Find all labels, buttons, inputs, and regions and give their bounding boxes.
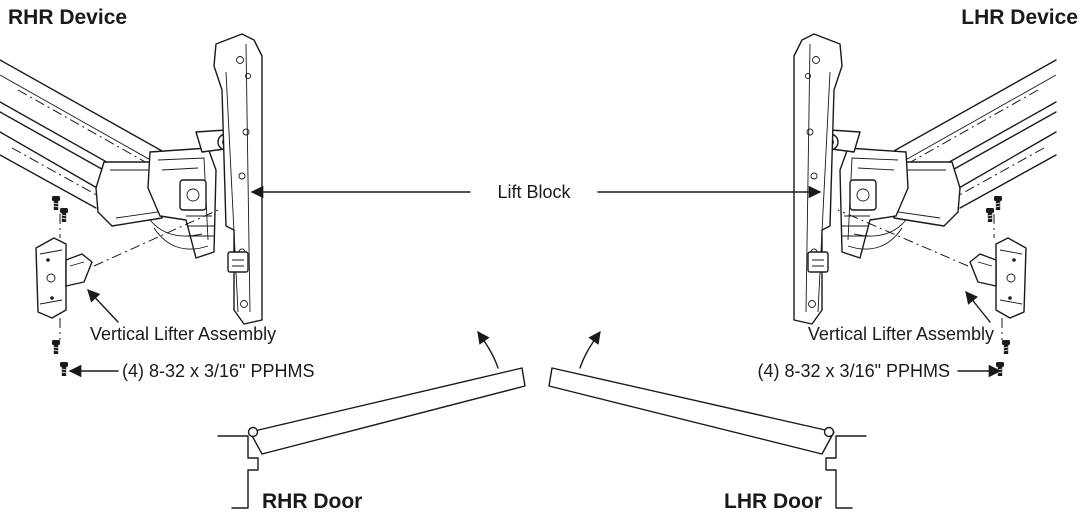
rhr-door-diagram xyxy=(217,330,526,509)
rhr-screw-bottom-2 xyxy=(59,361,69,377)
vertical-lifter-label-right: Vertical Lifter Assembly xyxy=(808,324,994,344)
lhr-screw-top-2 xyxy=(985,207,995,223)
vertical-lifter-arrow-left xyxy=(87,289,119,323)
lhr-device-title: LHR Device xyxy=(961,6,1078,29)
lhr-screw-bottom-1 xyxy=(1001,339,1011,355)
rhr-screw-top-2 xyxy=(59,207,69,223)
lhr-device-drawing xyxy=(793,33,1057,377)
rhr-screw-bottom-1 xyxy=(51,339,61,355)
rhr-screw-top-1 xyxy=(51,195,61,211)
lhr-screw-top-1 xyxy=(993,195,1003,211)
rhr-door-label: RHR Door xyxy=(262,490,362,513)
rhr-device-drawing xyxy=(0,33,263,377)
vertical-lifter-arrow-right xyxy=(965,291,991,323)
rhr-device-title: RHR Device xyxy=(8,6,127,29)
lhr-lifter-bracket xyxy=(969,237,1027,319)
screws-label-right: (4) 8-32 x 3/16" PPHMS xyxy=(758,361,950,381)
rhr-lifter-bracket xyxy=(35,237,93,319)
lift-block-label: Lift Block xyxy=(497,182,571,202)
lhr-screw-bottom-2 xyxy=(995,361,1005,377)
screws-label-left: (4) 8-32 x 3/16" PPHMS xyxy=(122,361,314,381)
lhr-door-label: LHR Door xyxy=(724,490,822,513)
lhr-door-diagram xyxy=(548,330,867,509)
vertical-lifter-label-left: Vertical Lifter Assembly xyxy=(90,324,276,344)
